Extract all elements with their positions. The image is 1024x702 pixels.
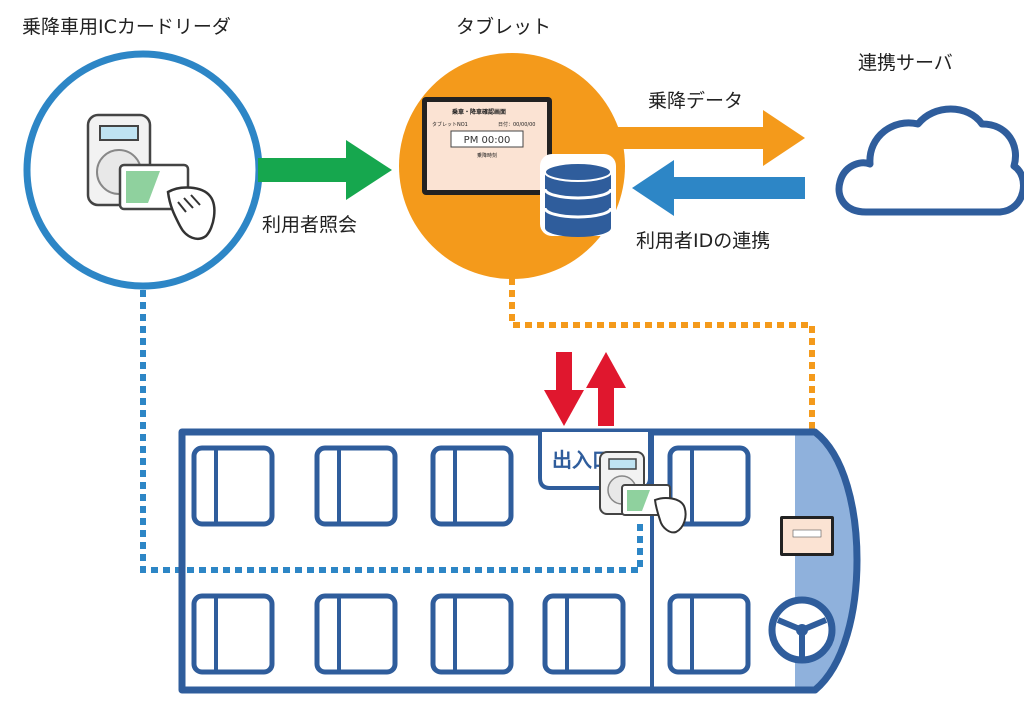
hand-icon: [166, 186, 216, 240]
user-inquiry-arrow: [258, 140, 392, 200]
server-label: 連携サーバ: [858, 52, 953, 74]
seat: [191, 445, 275, 527]
steering-wheel-icon: [768, 596, 836, 664]
alight-arrow: [544, 352, 584, 426]
seat: [430, 445, 514, 527]
tablet-bus-connection: [509, 278, 815, 515]
user-inquiry-label: 利用者照会: [262, 214, 358, 236]
ic-card-reader-node: [23, 50, 263, 290]
seat: [430, 593, 514, 675]
bus-body: [178, 428, 861, 694]
tablet-screen-footer: 乗降時刻: [477, 152, 497, 159]
bus-tablet-icon: [780, 516, 834, 556]
database-icon: [540, 154, 616, 237]
seat: [314, 593, 398, 675]
tablet-screen-header: 乗車・降車確認画面: [451, 108, 506, 116]
tablet-screen-number: タブレットNO1: [432, 121, 468, 128]
ride-data-label: 乗降データ: [648, 90, 744, 112]
seat: [667, 593, 751, 675]
user-id-sync-arrow: [632, 160, 805, 216]
bus: 出入口: [178, 428, 861, 694]
card-reader-label: 乗降車用ICカードリーダ: [22, 16, 231, 38]
tablet-node: 乗車・降車確認画面 タブレットNO1 日付：00/00/00 PM 00:00 …: [399, 53, 625, 279]
tablet-screen-date: 日付：00/00/00: [498, 121, 535, 128]
reader-bus-connection: [140, 290, 643, 573]
tablet-label: タブレット: [456, 16, 552, 38]
tablet-screen-clock: PM 00:00: [464, 135, 511, 146]
seat: [191, 593, 275, 675]
seat: [314, 445, 398, 527]
ride-data-arrow: [615, 110, 805, 166]
cloud-icon: [835, 105, 1024, 216]
tablet-device: 乗車・降車確認画面 タブレットNO1 日付：00/00/00 PM 00:00 …: [422, 97, 552, 195]
seat: [542, 593, 626, 675]
user-id-sync-label: 利用者IDの連携: [636, 230, 771, 252]
entrance-card-reader-icon: [599, 451, 687, 534]
board-arrow: [586, 352, 626, 426]
